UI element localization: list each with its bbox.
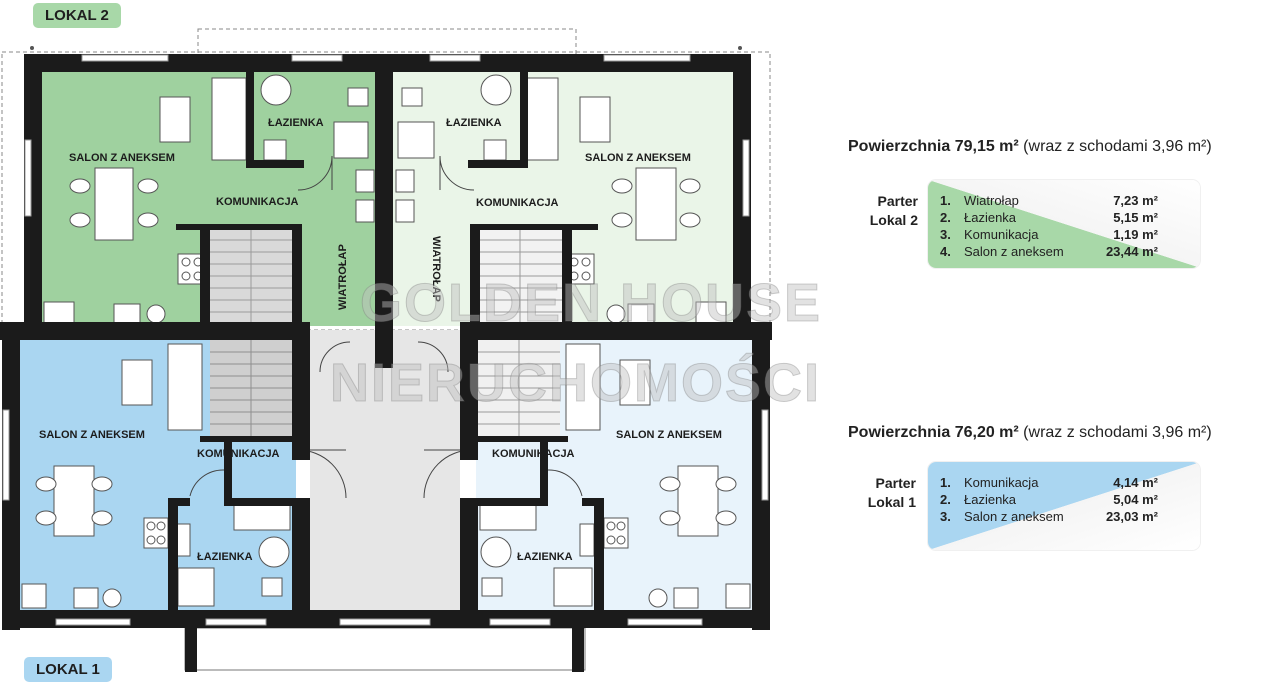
lokal1-area-note: (wraz z schodami 3,96 m²): [1018, 424, 1212, 441]
room-label-komunikacja: KOMUNIKACJA: [492, 448, 575, 460]
table-row: 2. Łazienka 5,15 m²: [940, 209, 1158, 226]
row-area: 1,19 m²: [1113, 226, 1158, 242]
stairs-lower-left: [210, 340, 292, 438]
row-name: Komunikacja: [964, 474, 1039, 490]
room-label-wiatrolap: WIATROŁAP: [337, 244, 349, 310]
row-area: 5,04 m²: [1113, 491, 1158, 507]
level-line: Lokal 2: [869, 212, 918, 228]
terrace: [184, 627, 586, 671]
room-label-salon: SALON Z ANEKSEM: [39, 429, 145, 441]
lokal1-rooms-table: 1. Komunikacja 4,14 m² 2. Łazienka 5,04 …: [940, 474, 1158, 525]
lokal1-level-label: Parter Lokal 1: [838, 474, 916, 512]
room-label-lazienka: ŁAZIENKA: [446, 117, 502, 129]
roof-outline: [197, 28, 577, 56]
row-num: 4.: [940, 243, 951, 259]
lokal2-area-note: (wraz z schodami 3,96 m²): [1018, 138, 1212, 155]
table-row: 3. Salon z aneksem 23,03 m²: [940, 508, 1158, 525]
table-row: 4. Salon z aneksem 23,44 m²: [940, 243, 1158, 260]
room-label-komunikacja: KOMUNIKACJA: [476, 197, 559, 209]
lokal1-area-title: Powierzchnia 76,20 m² (wraz z schodami 3…: [848, 424, 1212, 442]
lokal1-rooms-card: 1. Komunikacja 4,14 m² 2. Łazienka 5,04 …: [928, 462, 1200, 550]
row-name: Wiatrołap: [964, 192, 1019, 208]
row-num: 2.: [940, 209, 951, 225]
row-num: 1.: [940, 474, 951, 490]
lokal2-area-title: Powierzchnia 79,15 m² (wraz z schodami 3…: [848, 138, 1212, 156]
watermark-line1: GOLDEN HOUSE: [359, 273, 823, 334]
lokal2-level-label: Parter Lokal 2: [840, 192, 918, 230]
row-name: Łazienka: [964, 491, 1017, 507]
row-area: 23,03 m²: [1105, 508, 1158, 524]
table-row: 2. Łazienka 5,04 m²: [940, 491, 1158, 508]
stairs-upper-right: [478, 228, 562, 324]
furniture: [21, 74, 751, 609]
row-name: Salon z aneksem: [964, 508, 1064, 524]
row-name: Łazienka: [964, 209, 1017, 225]
row-area: 23,44 m²: [1105, 243, 1158, 259]
lokal2-rooms-table: 1. Wiatrołap 7,23 m² 2. Łazienka 5,15 m²…: [940, 192, 1158, 260]
room-label-salon: SALON Z ANEKSEM: [585, 152, 691, 164]
windows: [2, 54, 769, 626]
row-num: 1.: [940, 192, 951, 208]
room-label-salon: SALON Z ANEKSEM: [69, 152, 175, 164]
row-name: Komunikacja: [964, 226, 1039, 242]
table-row: 1. Komunikacja 4,14 m²: [940, 474, 1158, 491]
room-label-lazienka: ŁAZIENKA: [517, 551, 573, 563]
room-label-komunikacja: KOMUNIKACJA: [216, 196, 299, 208]
lokal2-area-total: Powierzchnia 79,15 m²: [848, 138, 1019, 155]
lokal2-rooms-card: 1. Wiatrołap 7,23 m² 2. Łazienka 5,15 m²…: [928, 180, 1200, 268]
watermark-line2: NIERUCHOMOŚCI: [329, 353, 822, 414]
stairs-upper-left: [210, 228, 292, 324]
row-area: 7,23 m²: [1113, 192, 1158, 208]
common-corridor: [310, 330, 460, 618]
room-label-lazienka: ŁAZIENKA: [268, 117, 324, 129]
row-area: 4,14 m²: [1113, 474, 1158, 490]
lokal2-tag: LOKAL 2: [33, 3, 121, 28]
stairs-lower-right: [478, 340, 560, 438]
level-line: Lokal 1: [867, 494, 916, 510]
row-name: Salon z aneksem: [964, 243, 1064, 259]
room-label-lazienka: ŁAZIENKA: [197, 551, 253, 563]
lokal1-area-total: Powierzchnia 76,20 m²: [848, 424, 1019, 441]
row-area: 5,15 m²: [1113, 209, 1158, 225]
row-num: 3.: [940, 226, 951, 242]
table-row: 3. Komunikacja 1,19 m²: [940, 226, 1158, 243]
table-row: 1. Wiatrołap 7,23 m²: [940, 192, 1158, 209]
level-line: Parter: [875, 475, 916, 491]
room-label-wiatrolap: WIATROŁAP: [430, 236, 442, 302]
floor-plan: SALON Z ANEKSEM ŁAZIENKA KOMUNIKACJA WIA…: [0, 28, 772, 672]
lokal1-tag: LOKAL 1: [24, 657, 112, 682]
row-num: 2.: [940, 491, 951, 507]
room-label-komunikacja: KOMUNIKACJA: [197, 448, 280, 460]
room-label-salon: SALON Z ANEKSEM: [616, 429, 722, 441]
level-line: Parter: [877, 193, 918, 209]
row-num: 3.: [940, 508, 951, 524]
